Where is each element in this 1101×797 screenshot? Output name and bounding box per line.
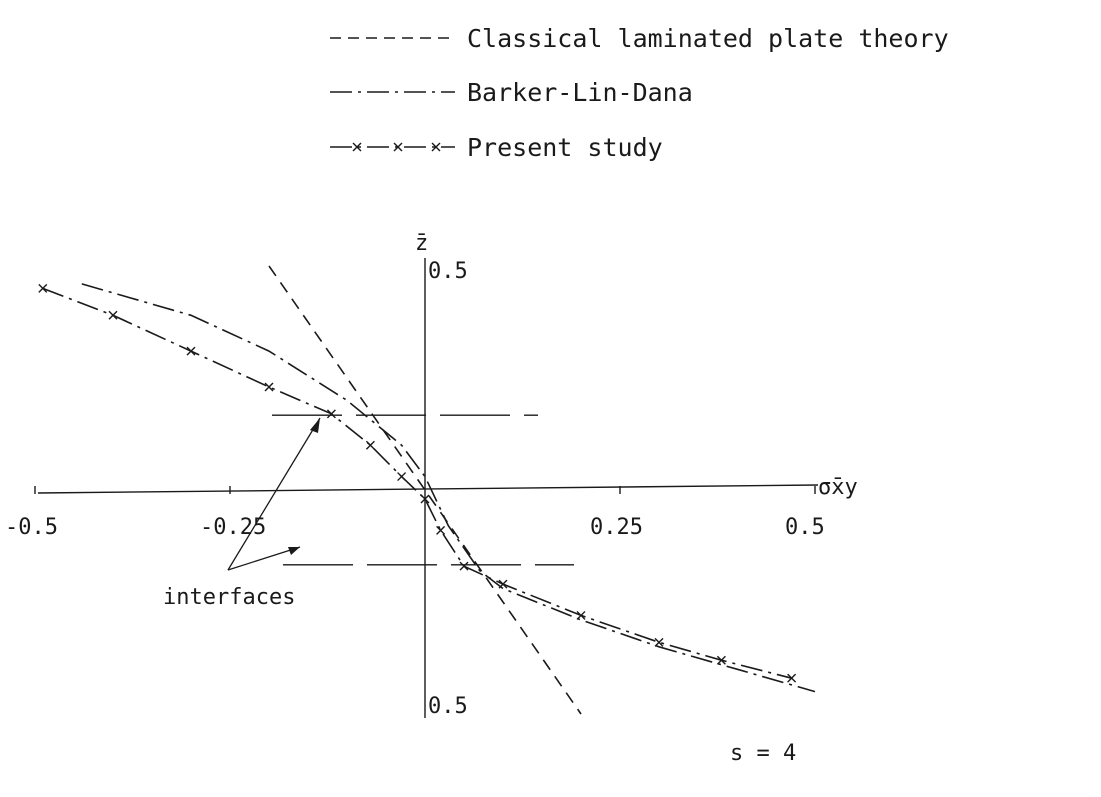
series-2-point-5 [365,440,375,450]
parameter-label: s = 4 [730,741,796,766]
series-2-point-6 [397,472,407,482]
series-2-point-8 [436,525,446,535]
series-2-point-10 [498,579,508,589]
series-2-point-9 [459,561,469,571]
interfaces-arrow-upper-head [310,418,320,433]
x-tick-label-3: 0.5 [785,515,825,540]
series-line-1 [81,283,816,693]
legend-entry-present: Present study [330,133,663,162]
y-axis-label: z̄ [415,231,428,256]
series-layer [38,265,816,715]
interfaces-arrow-upper [227,417,321,571]
series-2-point-13 [716,655,726,665]
legend-label-classical: Classical laminated plate theory [467,24,949,53]
series-2-point-3 [264,382,274,392]
x-tick-label-2: 0.25 [590,515,643,540]
y-axis-bottom-label: 0.5 [428,694,468,719]
legend-marker-0 [352,142,362,152]
legend-label-barker: Barker-Lin-Dana [467,78,693,107]
legend-entry-barker: Barker-Lin-Dana [330,78,693,107]
interfaces-annotation-label: interfaces [163,585,295,610]
series-line-0 [268,265,582,715]
series-2-point-12 [654,637,664,647]
series-2-point-11 [576,610,586,620]
interfaces-arrow-lower-head [288,547,300,555]
series-2-point-7 [420,494,430,504]
legend-label-present: Present study [467,133,663,162]
x-ticks: -0.5 -0.25 0.25 0.5 [5,486,825,540]
x-tick-label-1: -0.25 [200,515,266,540]
legend: Classical laminated plate theory Barker-… [330,24,949,162]
series-2-point-14 [787,673,797,683]
legend-entry-classical: Classical laminated plate theory [330,24,949,53]
x-axis [37,484,819,494]
series-2-point-2 [186,346,196,356]
legend-markers-present [352,142,441,152]
y-axis-top-label: 0.5 [428,259,468,284]
series-line-2 [42,287,792,679]
x-tick-label-0: -0.5 [5,515,58,540]
interface-lines [272,414,574,566]
legend-marker-2 [431,142,441,152]
series-2-point-4 [326,409,336,419]
interfaces-arrow-lower [227,546,301,571]
series-2-point-0 [38,283,48,293]
series-2-point-1 [108,310,118,320]
interfaces-annotation: interfaces [163,417,321,610]
axes: -0.5 -0.25 0.25 0.5 0.5 0.5 z̄ σ̄xy [5,231,858,719]
x-axis-label: σ̄xy [818,475,858,500]
legend-marker-1 [393,142,403,152]
